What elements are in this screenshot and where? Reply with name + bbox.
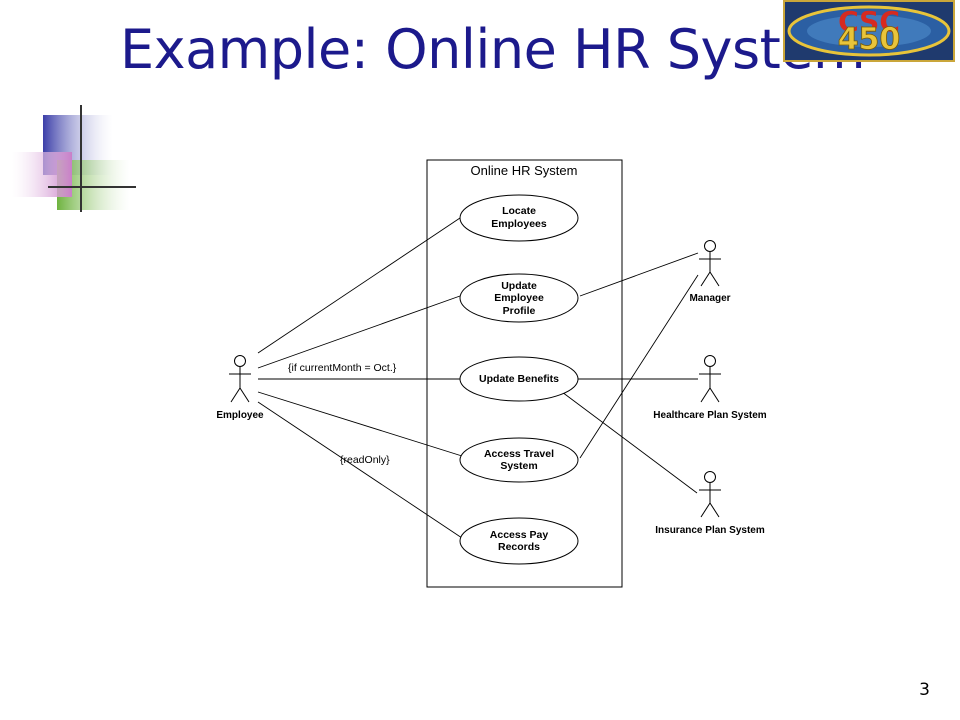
actor-label-employee: Employee xyxy=(216,410,264,421)
use-case-label: Records xyxy=(498,541,540,553)
logo-text-bottom: 450 xyxy=(838,22,901,57)
use-case-label: Employees xyxy=(491,218,547,230)
actor-healthcare-plan-system xyxy=(699,355,721,403)
actor-label-healthcare: Healthcare Plan System xyxy=(653,410,766,421)
actor-label-insurance: Insurance Plan System xyxy=(655,525,765,536)
actor-employee xyxy=(229,355,251,403)
assoc-employee-profile xyxy=(257,295,461,369)
assoc-manager-profile xyxy=(579,252,699,297)
constraint-pay: {readOnly} xyxy=(340,454,390,466)
associations xyxy=(257,217,699,539)
use-case-locate-employees: Locate Employees xyxy=(459,194,579,242)
use-case-label: Access Pay xyxy=(490,529,549,541)
assoc-employee-pay xyxy=(257,401,463,539)
use-case-access-pay-records: Access Pay Records xyxy=(459,517,579,565)
use-case-label: Access Travel xyxy=(484,448,554,460)
deco-pink-square xyxy=(12,152,72,197)
logo-text-top: CSC xyxy=(838,5,900,38)
use-case-update-employee-profile: Update Employee Profile xyxy=(459,273,579,323)
use-case-label: System xyxy=(500,460,537,472)
course-logo: CSC 450 xyxy=(783,0,955,62)
constraint-benefits: {if currentMonth = Oct.} xyxy=(288,362,397,374)
use-case-label: Locate xyxy=(502,205,536,217)
use-case-label: Update Benefits xyxy=(479,373,559,385)
use-case-label: Update xyxy=(501,280,537,292)
actor-manager xyxy=(699,240,721,287)
assoc-employee-locate xyxy=(257,217,461,354)
system-boundary xyxy=(426,159,623,588)
page-number: 3 xyxy=(919,680,930,700)
use-case-update-benefits: Update Benefits xyxy=(459,356,579,402)
actor-insurance-plan-system xyxy=(699,471,721,518)
assoc-insurance-benefits xyxy=(561,391,698,494)
use-case-label: Profile xyxy=(503,305,536,317)
assoc-manager-travel xyxy=(579,274,699,459)
use-case-access-travel-system: Access Travel System xyxy=(459,437,579,483)
slide-title: Example: Online HR System xyxy=(120,18,866,81)
system-boundary-label: Online HR System xyxy=(471,163,578,178)
assoc-employee-travel xyxy=(257,391,463,457)
use-case-label: Employee xyxy=(494,292,544,304)
decorative-squares xyxy=(12,105,136,212)
actor-label-manager: Manager xyxy=(689,293,730,304)
